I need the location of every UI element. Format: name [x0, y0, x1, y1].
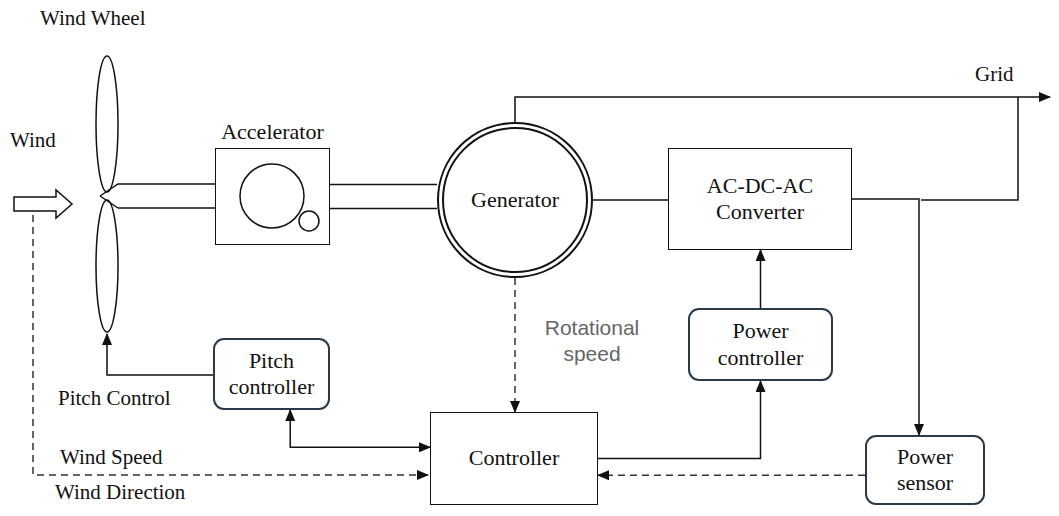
connector [760, 250, 762, 308]
wind-sensor-line [33, 215, 428, 475]
node-text: Controller [469, 445, 559, 471]
pitch-arrow [107, 334, 213, 375]
controller-box: Controller [430, 412, 598, 505]
power-controller-box: Power controller [688, 308, 833, 381]
blade [96, 200, 118, 332]
wind-arrow [14, 190, 72, 218]
connector [598, 381, 761, 459]
connector [852, 199, 919, 435]
power-sensor-box: Power sensor [865, 435, 985, 505]
signal-label: Pitch Control [58, 386, 171, 411]
node-text: Accelerator [221, 119, 324, 145]
part-label: Grid [975, 62, 1014, 87]
signal-line [514, 278, 516, 412]
grid-line [515, 97, 1050, 122]
grid-line [921, 97, 1018, 200]
signal-line [598, 474, 865, 476]
pitch-controller-box: Pitch controller [213, 338, 330, 410]
node-text: Generator [471, 187, 559, 213]
gearbox-box: Accelerator [215, 148, 330, 245]
signal-label: Wind Direction [55, 480, 185, 505]
gear [299, 211, 319, 231]
signal-label: Wind Speed [60, 445, 162, 470]
converter-box: AC-DC-AC Converter [668, 148, 852, 250]
connector [290, 410, 430, 447]
gear [240, 164, 304, 228]
part-label: Wind [10, 128, 56, 153]
connector [593, 199, 668, 201]
node-text: Power controller [697, 318, 824, 371]
rotor-shaft [100, 184, 215, 208]
node-text: Pitch controller [222, 348, 321, 401]
node-text: AC-DC-AC Converter [677, 173, 843, 226]
generator-circle: Generator [437, 122, 593, 278]
part-label: Wind Wheel [40, 6, 145, 31]
node-text: Power sensor [874, 444, 976, 497]
edge-label: Rotational speed [527, 315, 657, 368]
blade [96, 56, 118, 192]
drive-shaft [330, 185, 437, 209]
